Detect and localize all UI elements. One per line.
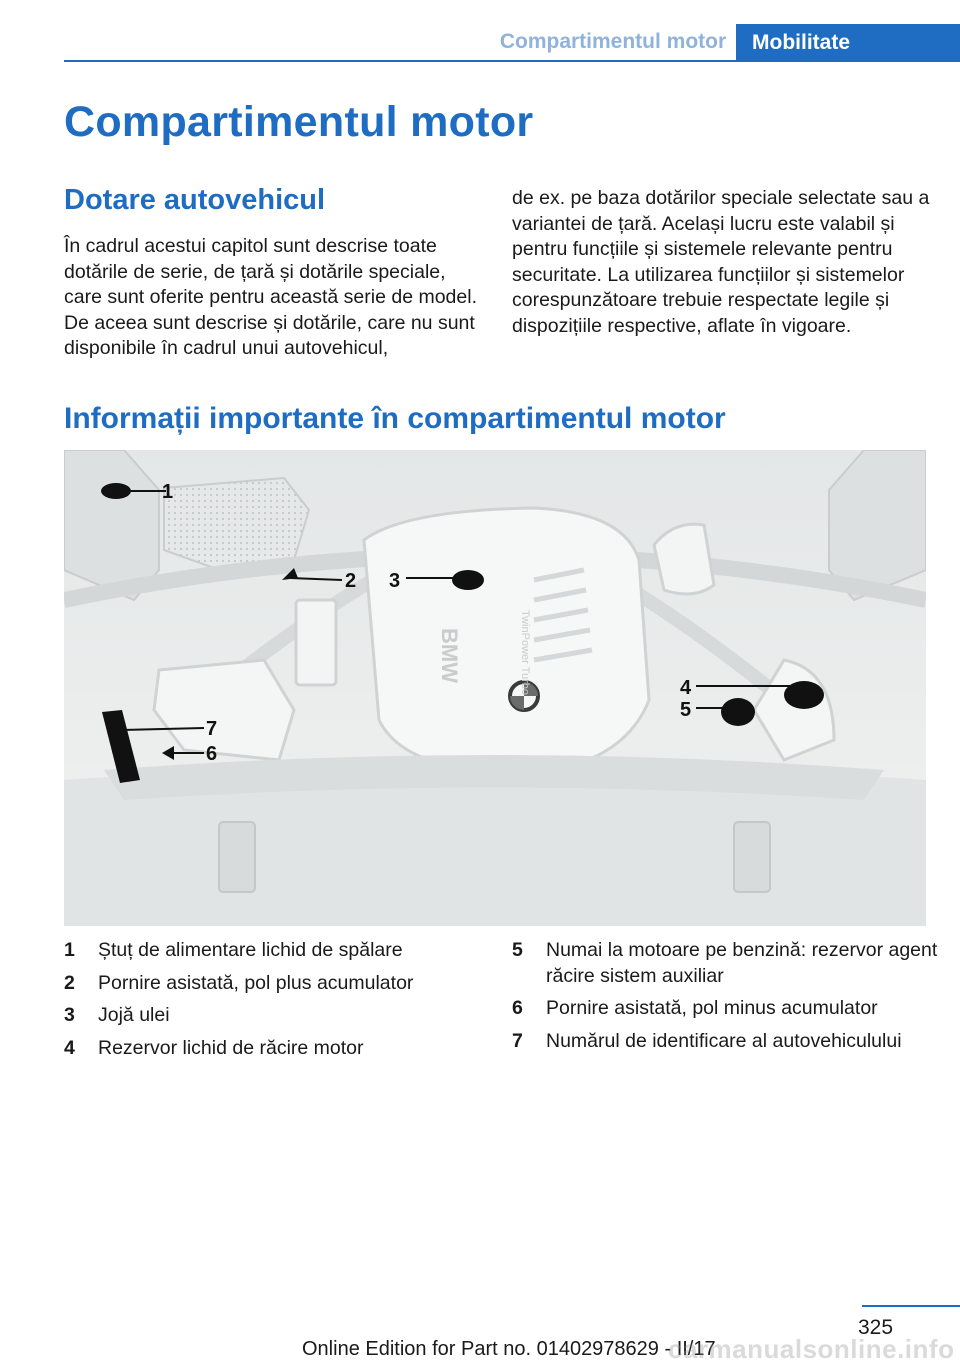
legend-item: 1 Ștuț de alimentare lichid de spălare [64, 938, 494, 964]
legend-item: 5 Numai la motoare pe benzină: rezervor … [512, 938, 942, 989]
engine-compartment-figure: BMW TwinPower Turbo 1 2 3 4 [64, 450, 926, 926]
legend-text: Numărul de identificare al autovehiculul… [546, 1029, 902, 1052]
legend-number: 6 [512, 997, 523, 1019]
legend-text: Ștuț de alimentare lichid de spălare [98, 939, 403, 961]
callout-label-7: 7 [206, 718, 217, 740]
legend-text: Pornire asistată, pol plus acumulator [98, 971, 414, 994]
legend-text: Rezervor lichid de răcire motor [98, 1036, 364, 1059]
legend-item: 7 Numărul de identificare al autovehicul… [512, 1029, 942, 1055]
legend-text: Numai la motoare pe benzină: rezervor ag… [546, 939, 938, 987]
watermark: carmanualsonline.info [668, 1334, 955, 1364]
legend-number: 2 [64, 971, 75, 994]
callout-label-3: 3 [389, 570, 400, 592]
callout-label-5: 5 [680, 699, 691, 721]
equipment-heading: Dotare autovehicul [64, 184, 326, 216]
legend-text: Pornire asistată, pol minus acumulator [546, 997, 878, 1019]
legend-number: 1 [64, 939, 75, 961]
edition-line: Online Edition for Part no. 01402978629 … [302, 1338, 716, 1360]
section-tab[interactable]: Compartimentul motor [499, 30, 727, 53]
equipment-text-col2: de ex. pe baza dotărilor speciale select… [512, 187, 930, 337]
callout-2: 2 [282, 568, 356, 592]
callout-1: 1 [101, 481, 173, 503]
callout-3: 3 [389, 570, 484, 592]
legend-item: 6 Pornire asistată, pol minus acumulator [512, 996, 942, 1022]
legend-number: 4 [64, 1036, 75, 1059]
engine-logo-text: BMW [437, 628, 462, 683]
header-bar: Compartimentul motor Mobilitate [0, 24, 960, 62]
legend-item: 3 Joјă ulei [64, 1003, 494, 1029]
legend-text: Joјă ulei [98, 1004, 170, 1026]
legend-item: 2 Pornire asistată, pol plus acumulator [64, 971, 494, 997]
header-rule [64, 60, 960, 62]
info-heading: Informații importante în compartimentul … [64, 402, 726, 435]
engine-label-text: TwinPower Turbo [519, 610, 531, 695]
engine-illustration: BMW TwinPower Turbo 1 2 3 4 [64, 450, 926, 926]
legend-number: 5 [512, 939, 523, 961]
page-title: Compartimentul motor [64, 98, 534, 146]
callout-6: 6 [162, 743, 217, 765]
callout-label-1: 1 [162, 481, 173, 503]
callout-7: 7 [102, 710, 217, 783]
callout-4: 4 [680, 677, 824, 709]
legend-number: 3 [64, 1004, 75, 1026]
legend-item: 4 Rezervor lichid de răcire motor [64, 1036, 494, 1062]
callout-label-2: 2 [345, 570, 356, 592]
page-number: 325 [858, 1316, 894, 1339]
equipment-text-col1: În cadrul acestui capitol sunt descrise … [64, 235, 477, 359]
page-number-rule [862, 1305, 960, 1307]
callout-label-4: 4 [680, 677, 692, 699]
callout-label-6: 6 [206, 743, 217, 765]
chapter-tab[interactable]: Mobilitate [736, 24, 960, 62]
legend-number: 7 [512, 1029, 523, 1052]
legend-column-right: 5 Numai la motoare pe benzină: rezervor … [512, 938, 942, 1061]
legend-column-left: 1 Ștuț de alimentare lichid de spălare 2… [64, 938, 494, 1068]
callout-5: 5 [680, 698, 755, 726]
